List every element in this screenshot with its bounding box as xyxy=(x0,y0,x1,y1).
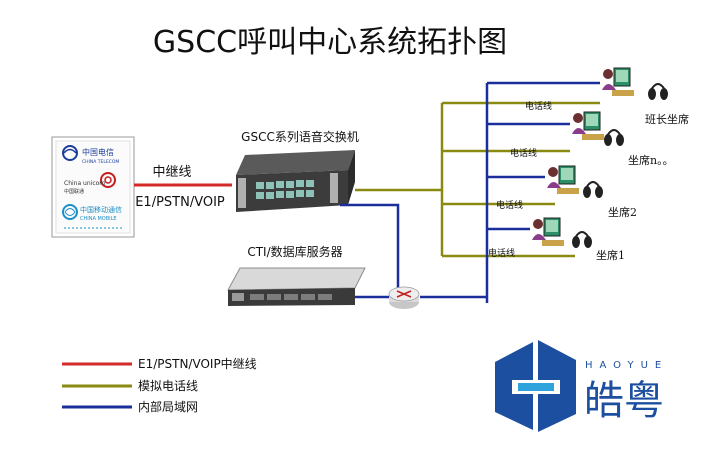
brand-latin-name: HAOYUE xyxy=(585,360,668,371)
seat-label-supervisor: 班长坐席 xyxy=(645,112,689,126)
headset-icon xyxy=(584,182,602,197)
trunk-types-label: E1/PSTN/VOIP xyxy=(135,195,225,210)
voice-switch xyxy=(236,150,355,212)
legend-label-trunk: E1/PSTN/VOIP中继线 xyxy=(138,356,257,371)
diagram-title: GSCC呼叫中心系统拓扑图 xyxy=(153,25,507,60)
router-icon xyxy=(389,287,419,309)
brand-logo: HAOYUE 皓粤 xyxy=(495,340,668,432)
agent-workstation-icon xyxy=(572,112,604,140)
seat-label-2: 坐席2 xyxy=(608,205,637,219)
agent-seat-supervisor: 班长坐席 xyxy=(602,68,689,126)
telecom-name-cn: 中国电信 xyxy=(82,147,114,157)
seat-label-n: 坐席n。。 xyxy=(628,153,674,167)
server-label: CTI/数据库服务器 xyxy=(247,244,342,259)
legend-item-trunk: E1/PSTN/VOIP中继线 xyxy=(62,356,257,371)
legend: E1/PSTN/VOIP中继线 模拟电话线 内部局域网 xyxy=(62,356,257,414)
headset-icon xyxy=(573,232,591,247)
agent-workstation-icon xyxy=(547,166,579,194)
phone-line-label-3: 电话线 xyxy=(496,199,523,211)
carrier-logos-card: 中国电信 CHINA TELECOM China unicom 中国联通 中国移… xyxy=(52,137,134,237)
legend-item-phone-line: 模拟电话线 xyxy=(62,379,198,393)
headset-icon xyxy=(605,130,623,145)
agent-seat-2: 坐席2 xyxy=(547,166,637,219)
trunk-label: 中继线 xyxy=(152,165,191,180)
telecom-name-en: CHINA TELECOM xyxy=(82,159,119,165)
mobile-name-en: CHINA MOBILE xyxy=(80,216,117,222)
cti-server xyxy=(228,268,365,306)
headset-icon xyxy=(649,84,667,99)
phone-line-label-2: 电话线 xyxy=(510,147,537,159)
brand-chinese-name: 皓粤 xyxy=(584,378,664,424)
agent-workstation-icon xyxy=(602,68,634,96)
legend-label-phone-line: 模拟电话线 xyxy=(138,379,198,393)
unicom-name-en: China unicom xyxy=(64,180,105,187)
unicom-name-cn: 中国联通 xyxy=(64,188,84,195)
agent-workstation-icon xyxy=(532,218,564,246)
mobile-name-cn: 中国移动通信 xyxy=(80,205,122,214)
legend-label-lan: 内部局域网 xyxy=(138,399,198,414)
phone-line-label-1: 电话线 xyxy=(525,100,552,112)
switch-label: GSCC系列语音交换机 xyxy=(241,129,359,144)
seat-label-1: 坐席1 xyxy=(596,248,625,262)
legend-item-lan: 内部局域网 xyxy=(62,399,198,414)
brand-mark-icon xyxy=(495,340,576,432)
phone-line-label-4: 电话线 xyxy=(488,247,515,259)
